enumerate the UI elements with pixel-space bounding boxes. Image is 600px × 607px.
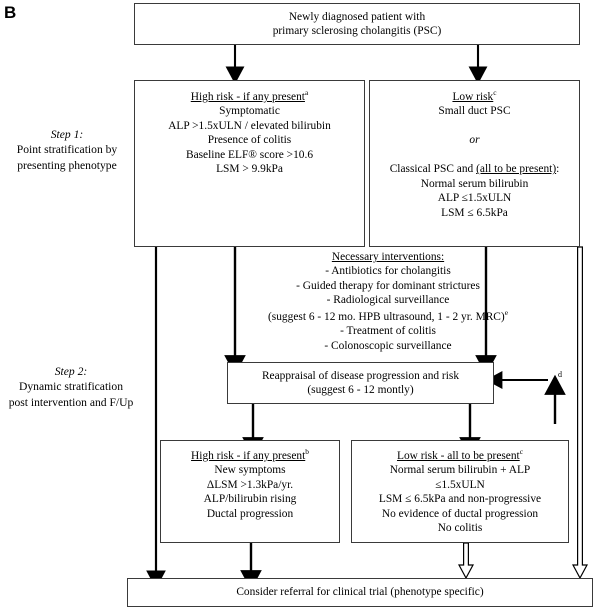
high-risk-step2-line-1: New symptoms — [214, 464, 286, 477]
interventions-line-5: - Treatment of colitis — [340, 325, 436, 338]
high-risk-step1-header-sup: a — [304, 88, 309, 97]
step-1-line2: presenting phenotype — [17, 158, 117, 172]
arrow-low-risk2-to-trial-hollow — [457, 542, 475, 580]
low-risk-step2-header: Low risk - all to be presentc — [352, 447, 568, 463]
interventions-line-4-sup: e — [504, 307, 508, 317]
step-1-title: Step 1: — [50, 128, 84, 141]
reappraisal-box: Reappraisal of disease progression and r… — [227, 362, 494, 404]
low-risk-step2-line-4: No evidence of ductal progression — [381, 507, 539, 520]
low-risk-step2-line-1: Normal serum bilirubin + ALP — [389, 464, 531, 477]
step-2-label: Step 2: Dynamic stratification post inte… — [0, 364, 142, 410]
low-risk-step1-spacer-1 — [370, 119, 579, 133]
interventions-line-6: - Colonoscopic surveillance — [324, 339, 452, 352]
panel-letter: B — [4, 3, 17, 22]
low-risk-step1-header-sup: c — [493, 88, 497, 97]
high-risk-step1-line-1: Symptomatic — [219, 105, 280, 118]
step-1-line1: Point stratification by — [16, 143, 118, 157]
necessary-interventions-block: Necessary interventions: - Antibiotics f… — [243, 250, 533, 353]
interventions-line-1: - Antibiotics for cholangitis — [325, 265, 451, 278]
high-risk-step1-box: High risk - if any presenta Symptomatic … — [134, 80, 365, 247]
interventions-line-4-text: (suggest 6 - 12 mo. HPB ultrasound, 1 - … — [268, 310, 505, 323]
feedback-loop-label: d — [558, 370, 562, 379]
low-risk-step1-line-1: Small duct PSC — [438, 105, 511, 118]
low-risk-step2-header-text: Low risk - all to be present — [396, 449, 520, 462]
high-risk-step1-line-2: ALP >1.5xULN / elevated bilirubin — [168, 119, 331, 132]
reappraisal-line-1: Reappraisal of disease progression and r… — [261, 369, 460, 382]
high-risk-step2-line-4: Ductal progression — [206, 507, 294, 520]
interventions-line-4: (suggest 6 - 12 mo. HPB ultrasound, 1 - … — [243, 308, 533, 324]
high-risk-step1-line-3: Presence of colitis — [207, 134, 292, 147]
low-risk-step2-line-5: No colitis — [437, 522, 483, 535]
step-2-line2: post intervention and F/Up — [8, 395, 134, 409]
low-risk-step1-spacer-2 — [370, 148, 579, 162]
high-risk-step1-header: High risk - if any presenta — [135, 88, 364, 104]
step-1-label: Step 1: Point stratification by presenti… — [2, 127, 132, 173]
high-risk-step1-line-4: Baseline ELF® score >10.6 — [185, 148, 314, 161]
low-risk-step2-header-sup: c — [519, 447, 523, 456]
interventions-line-2: - Guided therapy for dominant strictures — [296, 279, 480, 292]
newly-diagnosed-box: Newly diagnosed patient with primary scl… — [134, 3, 580, 45]
high-risk-step1-line-5: LSM > 9.9kPa — [216, 163, 283, 176]
low-risk-step1-box: Low riskc Small duct PSC or Classical PS… — [369, 80, 580, 247]
low-risk-step1-classical: Classical PSC and (all to be present): — [370, 162, 579, 176]
low-risk-step1-classical-underlined: (all to be present) — [476, 163, 557, 176]
newly-diagnosed-line-1: Newly diagnosed patient with — [288, 10, 426, 23]
interventions-line-3: - Radiological surveillance — [326, 294, 450, 307]
high-risk-step2-header-text: High risk - if any present — [191, 449, 306, 462]
low-risk-step1-or: or — [469, 134, 480, 147]
high-risk-step2-line-2: ΔLSM >1.3kPa/yr. — [206, 478, 294, 491]
clinical-trial-box: Consider referral for clinical trial (ph… — [127, 578, 593, 607]
high-risk-step1-header-text: High risk - if any present — [190, 90, 305, 103]
low-risk-step1-header-text: Low risk — [452, 90, 494, 103]
reappraisal-line-2: (suggest 6 - 12 montly) — [307, 384, 414, 396]
high-risk-step2-header-sup: b — [305, 447, 309, 456]
high-risk-step2-box: High risk - if any presentb New symptoms… — [160, 440, 340, 543]
low-risk-step1-line-8: LSM ≤ 6.5kPa — [441, 206, 508, 219]
high-risk-step2-line-3: ALP/bilirubin rising — [203, 493, 297, 506]
step-2-line1: Dynamic stratification — [19, 380, 123, 394]
step-2-title: Step 2: — [54, 365, 88, 378]
arrow-low-risk1-to-trial-hollow — [571, 246, 589, 580]
low-risk-step1-classical-suffix: : — [556, 163, 560, 176]
clinical-trial-line-1: Consider referral for clinical trial (ph… — [236, 586, 484, 599]
low-risk-step2-line-3: LSM ≤ 6.5kPa and non-progressive — [378, 493, 542, 506]
low-risk-step1-classical-prefix: Classical PSC and — [389, 163, 477, 176]
high-risk-step2-header: High risk - if any presentb — [161, 447, 339, 463]
necessary-interventions-header: Necessary interventions: — [331, 251, 445, 263]
low-risk-step2-line-2: ≤1.5xULN — [435, 478, 485, 491]
low-risk-step1-header: Low riskc — [370, 88, 579, 104]
low-risk-step1-line-6: Normal serum bilirubin — [420, 177, 529, 190]
low-risk-step2-box: Low risk - all to be presentc Normal ser… — [351, 440, 569, 543]
low-risk-step1-line-7: ALP ≤1.5xULN — [437, 192, 512, 205]
newly-diagnosed-line-2: primary sclerosing cholangitis (PSC) — [272, 25, 442, 37]
